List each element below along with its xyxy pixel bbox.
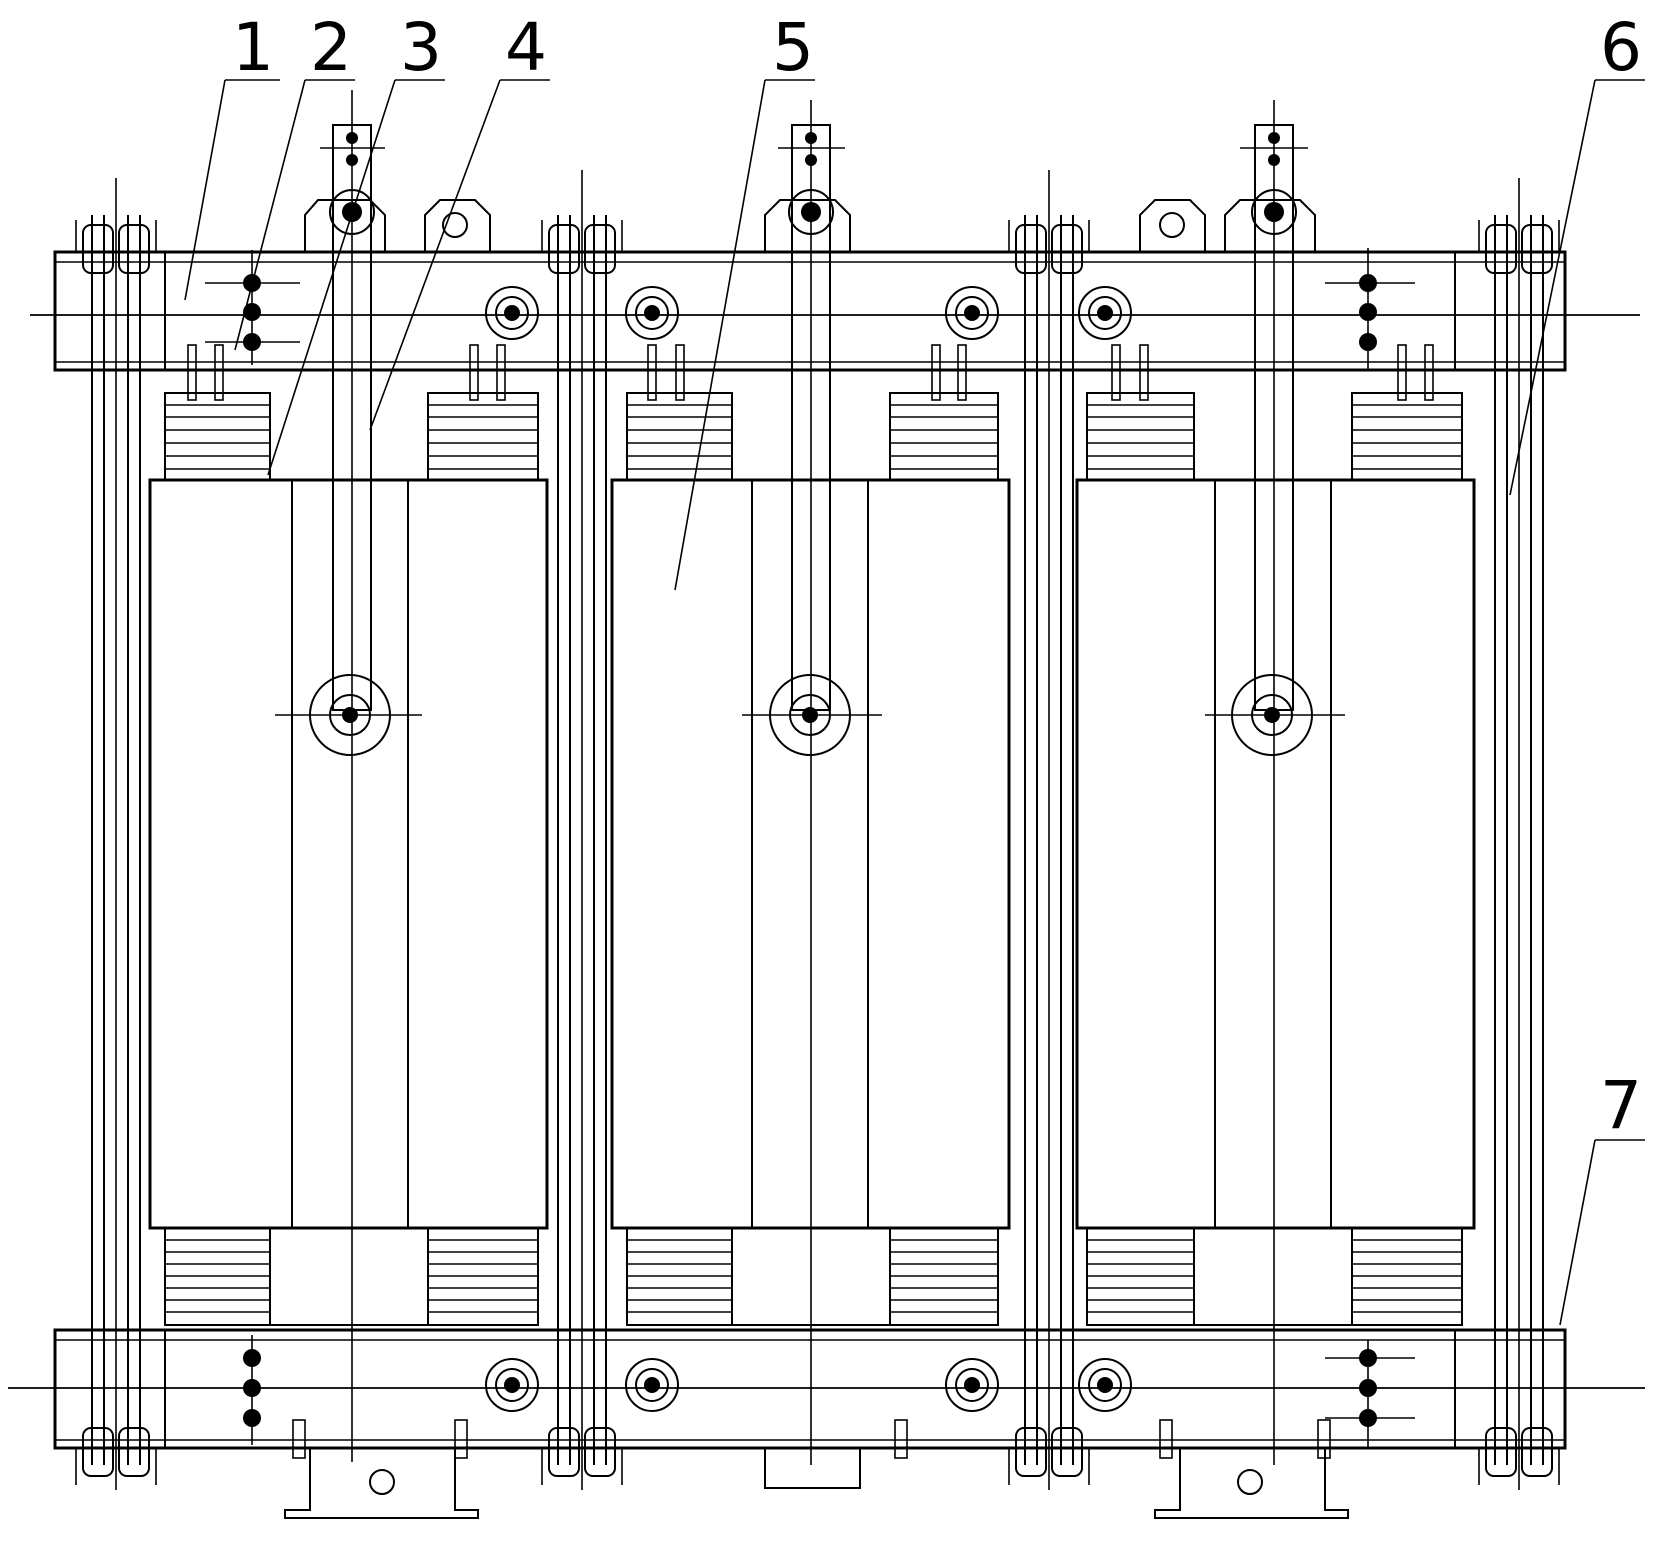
triple-bolts <box>205 248 1415 1448</box>
bottom-bolt-4 <box>1079 1359 1131 1411</box>
label-7: 7 <box>1600 1067 1642 1144</box>
top-bolt-4 <box>1079 287 1131 339</box>
leader-lines <box>185 80 1645 1325</box>
upper-laminations-a-left <box>165 393 270 480</box>
phase-a <box>150 90 547 1462</box>
rod-nuts <box>76 220 1559 1485</box>
label-6: 6 <box>1600 9 1642 86</box>
tap-studs-c <box>1112 345 1433 400</box>
lower-laminations-a-right <box>428 1228 538 1325</box>
tap-studs-b <box>648 345 966 400</box>
label-4: 4 <box>505 9 547 86</box>
bottom-bolt-3 <box>946 1359 998 1411</box>
upper-laminations-a-right <box>428 393 538 480</box>
base-feet <box>285 1420 1348 1518</box>
phase-c <box>1077 100 1474 1465</box>
lower-laminations-c-left <box>1087 1228 1194 1325</box>
bottom-bolt-1 <box>486 1359 538 1411</box>
top-bolt-2 <box>626 287 678 339</box>
upper-laminations-c-left <box>1087 393 1194 480</box>
lower-laminations-b-right <box>890 1228 998 1325</box>
top-bolt-1 <box>486 287 538 339</box>
tie-rods <box>92 170 1543 1490</box>
label-1: 1 <box>232 9 274 86</box>
lower-laminations-c-right <box>1352 1228 1462 1325</box>
coil-c <box>1077 480 1474 1228</box>
tap-studs-a <box>188 345 505 400</box>
upper-laminations-b-left <box>627 393 732 480</box>
upper-laminations-c-right <box>1352 393 1462 480</box>
lower-laminations-b-left <box>627 1228 732 1325</box>
label-5: 5 <box>772 9 814 86</box>
bottom-bolt-2 <box>626 1359 678 1411</box>
top-bolt-3 <box>946 287 998 339</box>
upper-laminations-b-right <box>890 393 998 480</box>
label-3: 3 <box>400 9 442 86</box>
part-labels: 1 2 3 4 5 6 7 <box>232 9 1642 1144</box>
label-2: 2 <box>310 9 352 86</box>
lower-laminations-a-left <box>165 1228 270 1325</box>
coil-a <box>150 480 547 1228</box>
phase-b <box>612 100 1009 1465</box>
